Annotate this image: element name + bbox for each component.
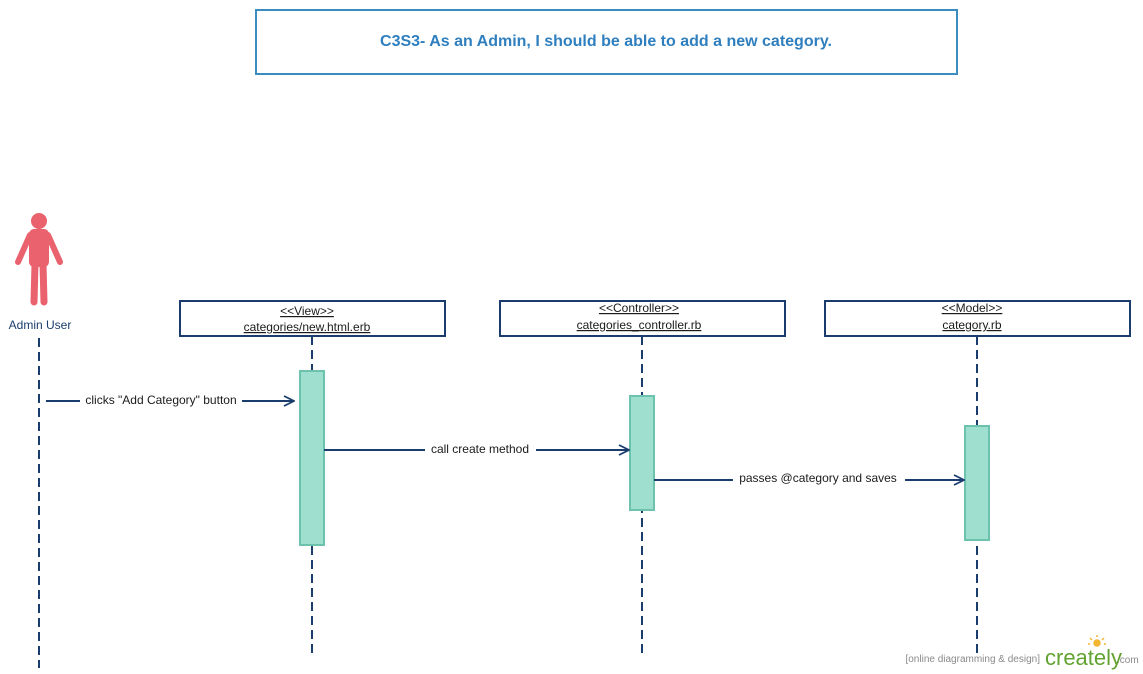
- watermark-note: [online diagramming & design]: [905, 654, 1040, 665]
- diagram-title: C3S3- As an Admin, I should be able to a…: [380, 33, 832, 50]
- activation-bars: [299, 370, 990, 546]
- object-stereotype: <<Model>>: [942, 301, 1003, 315]
- stick-figure-icon: [15, 213, 63, 306]
- message-label: call create method: [431, 442, 529, 456]
- title-box: C3S3- As an Admin, I should be able to a…: [255, 9, 958, 75]
- actor-label: Admin User: [9, 318, 72, 332]
- activation-bar-model: [964, 425, 990, 541]
- message-label: clicks "Add Category" button: [85, 393, 236, 407]
- object-name: category.rb: [942, 318, 1001, 332]
- object-box-view: <<View>> categories/new.html.erb: [179, 300, 446, 337]
- activation-bar-view: [299, 370, 325, 546]
- object-name: categories_controller.rb: [577, 318, 702, 332]
- actor-admin-user: Admin User: [9, 213, 72, 332]
- watermark: [online diagramming & design] creately .…: [905, 635, 1139, 670]
- watermark-brand: creately: [1045, 645, 1122, 670]
- message-3: passes @category and saves: [654, 471, 964, 485]
- activation-bar-controller: [629, 395, 655, 511]
- lifeline-dashes: [38, 336, 978, 668]
- object-box-model: <<Model>> category.rb: [824, 300, 1131, 337]
- message-1: clicks "Add Category" button: [46, 393, 294, 407]
- object-stereotype: <<Controller>>: [599, 301, 679, 315]
- object-stereotype: <<View>>: [280, 304, 334, 318]
- object-name: categories/new.html.erb: [244, 320, 371, 334]
- object-box-controller: <<Controller>> categories_controller.rb: [499, 300, 786, 337]
- watermark-domain: .com: [1117, 655, 1139, 666]
- message-2: call create method: [324, 442, 629, 456]
- sun-icon: [1088, 635, 1106, 647]
- message-label: passes @category and saves: [739, 471, 897, 485]
